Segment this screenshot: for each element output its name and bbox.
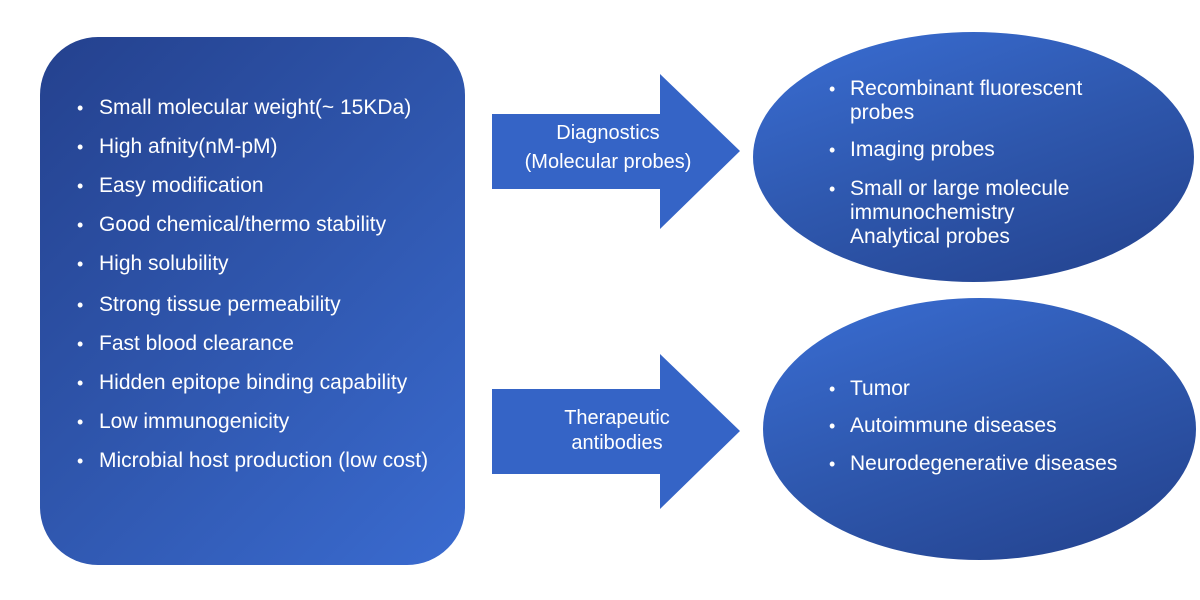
property-text: Good chemical/thermo stability <box>99 213 387 236</box>
diagnostics-label: Diagnostics (Molecular probes) <box>492 119 724 177</box>
diagnostics-use-item: • Recombinant fluorescent probes <box>829 77 1150 125</box>
property-text: Small molecular weight(~ 15KDa) <box>99 96 412 119</box>
diagnostics-label-line2: (Molecular probes) <box>524 151 692 173</box>
bullet-icon: • <box>77 215 84 235</box>
bullet-icon: • <box>77 98 84 118</box>
diagnostics-use-item: • Small or large molecule immunochemistry… <box>829 177 1150 249</box>
property-item: • Good chemical/thermo stability <box>77 206 454 244</box>
therapeutic-uses-ellipse: • Tumor • Autoimmune diseases • Neurodegene… <box>763 298 1196 560</box>
therapeutics-label-line1: Therapeutic <box>564 407 670 429</box>
property-text: High solubility <box>99 252 229 275</box>
bullet-icon: • <box>829 140 836 160</box>
property-text: Easy modification <box>99 174 264 197</box>
bullet-icon: • <box>829 454 836 474</box>
property-text: Fast blood clearance <box>99 332 294 355</box>
bullet-icon: • <box>829 416 836 436</box>
property-item: • Easy modification <box>77 167 454 205</box>
bullet-icon: • <box>829 79 836 99</box>
diagnostics-use-item: • Imaging probes <box>829 138 1150 162</box>
therapeutic-use-item: • Autoimmune diseases <box>829 414 1150 438</box>
therapeutic-use-text: Neurodegenerative diseases <box>850 452 1118 475</box>
property-item: • High afnity(nM-pM) <box>77 128 454 166</box>
therapeutics-label-line2: antibodies <box>571 432 663 454</box>
properties-box: • Small molecular weight(~ 15KDa) • High a… <box>40 37 465 565</box>
bullet-icon: • <box>829 179 836 199</box>
property-item: • Small molecular weight(~ 15KDa) <box>77 89 454 127</box>
property-item: • Fast blood clearance <box>77 325 454 363</box>
diagnostics-use-text: Recombinant fluorescent probes <box>850 77 1083 124</box>
therapeutic-use-item: • Neurodegenerative diseases <box>829 452 1150 476</box>
property-text: Microbial host production (low cost) <box>99 449 429 472</box>
bullet-icon: • <box>77 176 84 196</box>
bullet-icon: • <box>77 412 84 432</box>
bullet-icon: • <box>77 373 84 393</box>
bullet-icon: • <box>77 137 84 157</box>
bullet-icon: • <box>77 295 84 315</box>
bullet-icon: • <box>77 334 84 354</box>
property-text: Hidden epitope binding capability <box>99 371 408 394</box>
property-text: Low immunogenicity <box>99 410 290 433</box>
property-item: • High solubility <box>77 245 454 283</box>
therapeutic-use-text: Tumor <box>850 377 910 400</box>
diagnostics-uses-ellipse: • Recombinant fluorescent probes • Imaging… <box>753 32 1194 282</box>
bullet-icon: • <box>77 451 84 471</box>
property-item: • Microbial host production (low cost) <box>77 442 439 480</box>
diagnostics-use-text: Imaging probes <box>850 138 995 161</box>
diagnostics-use-text: Small or large molecule immunochemistry … <box>850 177 1070 248</box>
therapeutic-use-item: • Tumor <box>829 377 1150 401</box>
bullet-icon: • <box>829 379 836 399</box>
diagnostics-arrow: Diagnostics (Molecular probes) <box>492 74 740 229</box>
property-item: • Low immunogenicity <box>77 403 454 441</box>
property-text: Strong tissue permeability <box>99 293 341 316</box>
therapeutic-use-text: Autoimmune diseases <box>850 414 1057 437</box>
diagnostics-label-line1: Diagnostics <box>556 122 660 144</box>
therapeutics-arrow: Therapeutic antibodies <box>492 354 740 509</box>
bullet-icon: • <box>77 254 84 274</box>
property-item: • Strong tissue permeability <box>77 286 454 324</box>
property-item: • Hidden epitope binding capability <box>77 364 454 402</box>
arrow-right-icon <box>492 354 740 509</box>
therapeutics-label: Therapeutic antibodies <box>502 404 732 458</box>
arrow-right-icon <box>492 74 740 229</box>
property-text: High afnity(nM-pM) <box>99 135 278 158</box>
